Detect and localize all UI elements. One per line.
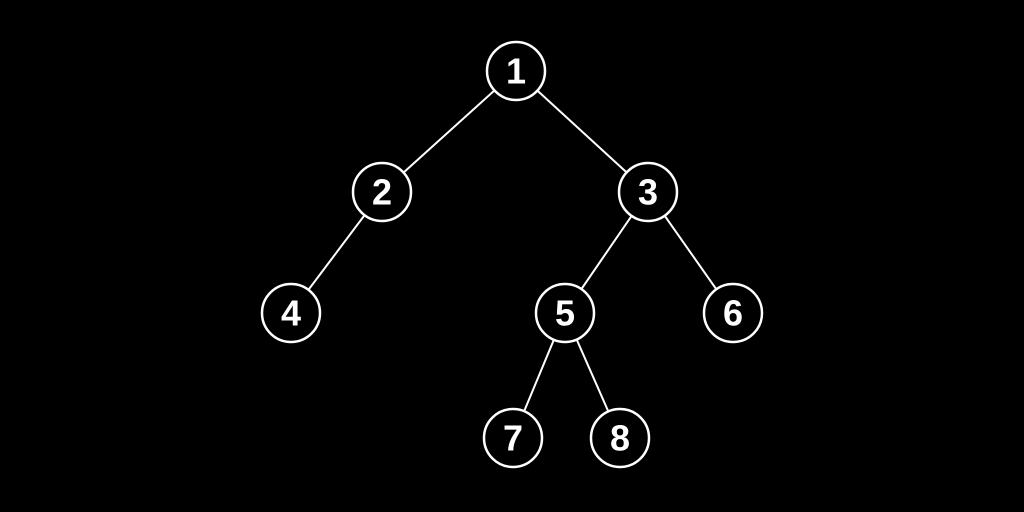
tree-node-6: 6 xyxy=(702,282,764,344)
tree-node-2: 2 xyxy=(351,161,413,223)
node-circle-6 xyxy=(702,282,764,344)
node-label-3: 3 xyxy=(638,172,658,213)
node-circle-5 xyxy=(534,282,596,344)
node-label-2: 2 xyxy=(372,172,392,213)
node-label-1: 1 xyxy=(506,51,526,92)
tree-node-5: 5 xyxy=(534,282,596,344)
tree-node-7: 7 xyxy=(482,407,544,469)
node-circle-1 xyxy=(485,40,547,102)
node-label-8: 8 xyxy=(610,418,630,459)
node-circle-2 xyxy=(351,161,413,223)
node-circle-4 xyxy=(260,282,322,344)
tree-node-4: 4 xyxy=(260,282,322,344)
nodes-layer: 1 2 3 4 5 6 7 8 xyxy=(260,40,764,469)
node-circle-8 xyxy=(589,407,651,469)
tree-node-1: 1 xyxy=(485,40,547,102)
node-label-7: 7 xyxy=(503,418,523,459)
node-circle-7 xyxy=(482,407,544,469)
node-label-5: 5 xyxy=(555,293,575,334)
tree-node-8: 8 xyxy=(589,407,651,469)
node-circle-3 xyxy=(617,161,679,223)
tree-node-3: 3 xyxy=(617,161,679,223)
node-label-6: 6 xyxy=(723,293,743,334)
node-label-4: 4 xyxy=(281,293,301,334)
edges-layer xyxy=(290,70,734,439)
